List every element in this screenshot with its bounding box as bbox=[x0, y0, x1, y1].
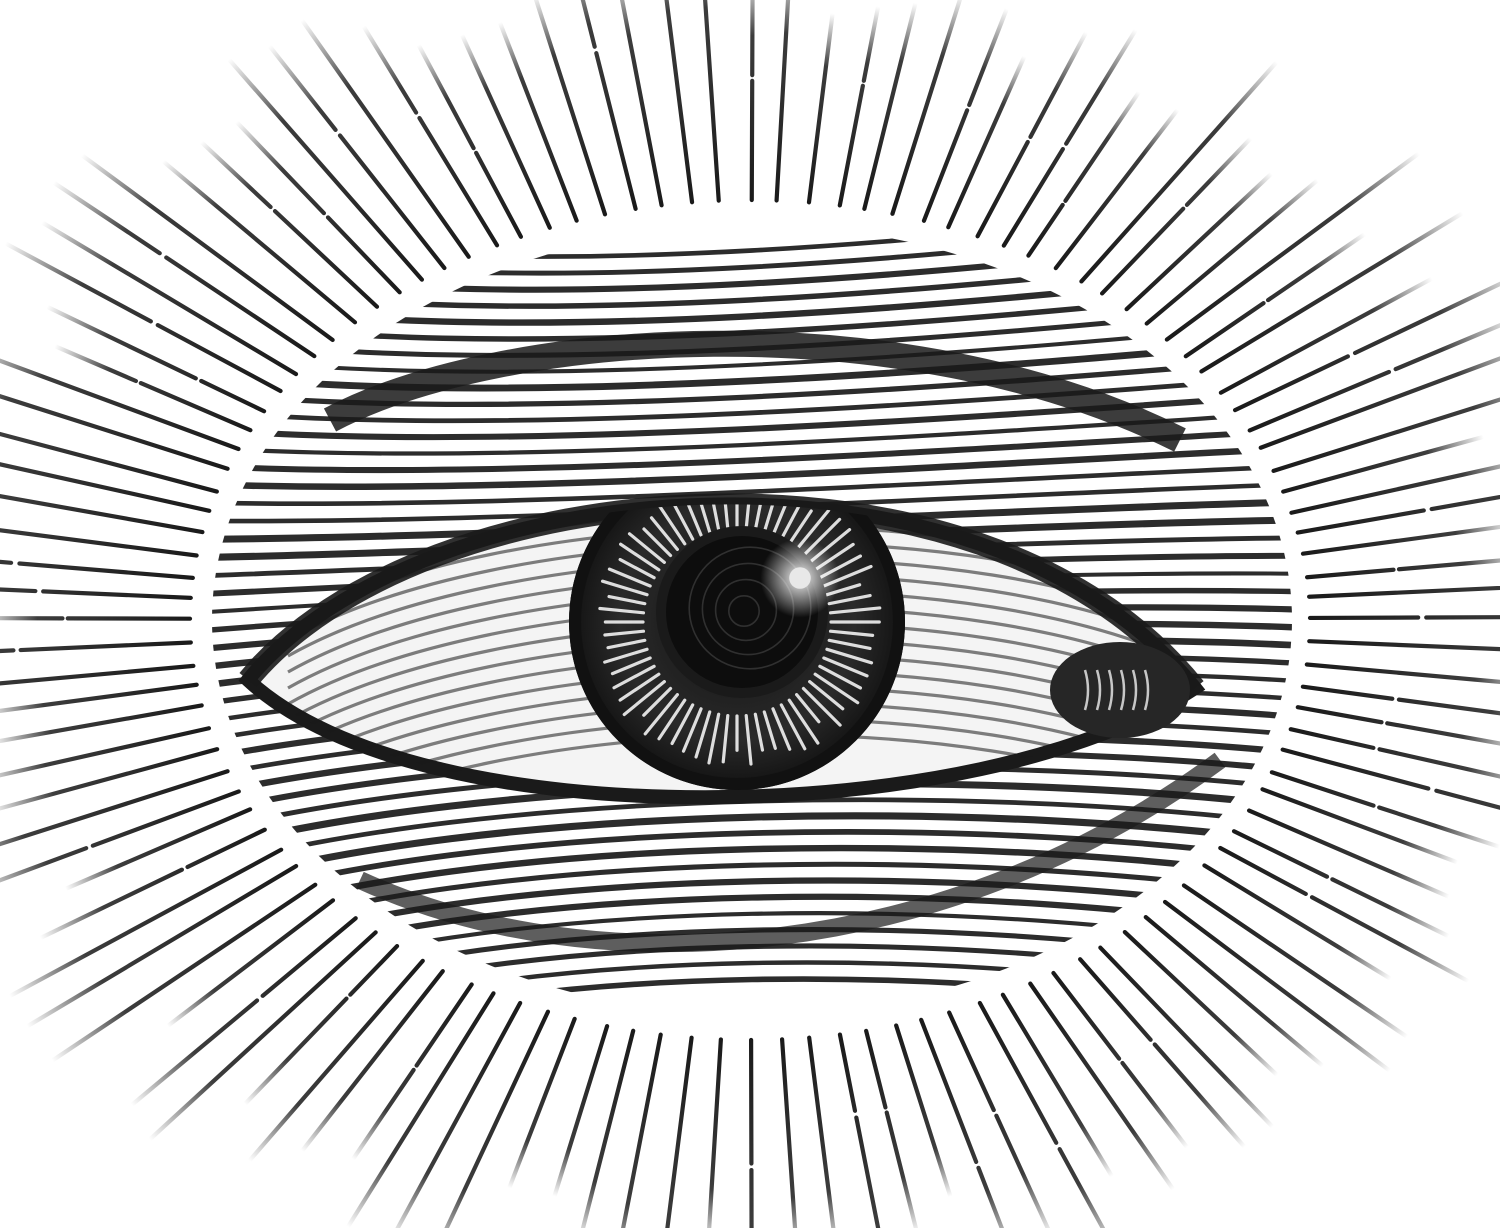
pupil-highlight bbox=[760, 538, 840, 618]
inner-eye-corner-caruncle bbox=[1050, 642, 1190, 738]
